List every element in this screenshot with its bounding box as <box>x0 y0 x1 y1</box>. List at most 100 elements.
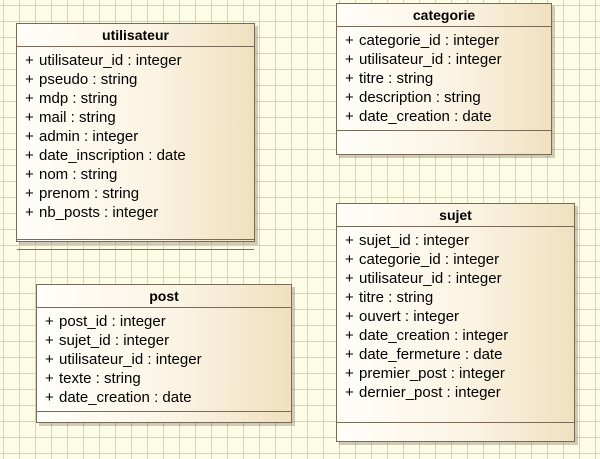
visibility-marker: + <box>25 52 34 69</box>
visibility-marker: + <box>45 313 54 330</box>
attribute-text: titre : string <box>359 289 434 306</box>
visibility-marker: + <box>25 166 34 183</box>
method-compartment <box>337 131 551 151</box>
visibility-marker: + <box>25 109 34 126</box>
attribute-text: categorie_id : integer <box>359 32 500 49</box>
attribute-row: + date_fermeture : date <box>345 345 574 364</box>
attribute-row: + ouvert : integer <box>345 307 574 326</box>
visibility-marker: + <box>345 108 354 125</box>
visibility-marker: + <box>345 89 354 106</box>
attribute-row: + nb_posts : integer <box>25 203 254 222</box>
visibility-marker: + <box>345 232 354 249</box>
method-compartment <box>37 412 291 422</box>
method-compartment <box>17 240 254 250</box>
attribute-row: + sujet_id : integer <box>345 231 574 250</box>
visibility-marker: + <box>345 327 354 344</box>
attribute-row: + titre : string <box>345 288 574 307</box>
attribute-row: + utilisateur_id : integer <box>345 269 574 288</box>
attribute-row: + prenom : string <box>25 184 254 203</box>
attribute-text: date_fermeture : date <box>359 346 503 363</box>
attribute-list: + utilisateur_id : integer + pseudo : stri… <box>17 47 254 240</box>
attribute-row: + post_id : integer <box>45 312 291 331</box>
attribute-text: mdp : string <box>39 90 118 107</box>
visibility-marker: + <box>25 128 34 145</box>
class-categorie[interactable]: categorie + categorie_id : integer + utili… <box>336 3 552 155</box>
attribute-text: utilisateur_id : integer <box>59 351 202 368</box>
attribute-list: + sujet_id : integer + categorie_id : inte… <box>337 227 574 423</box>
visibility-marker: + <box>345 384 354 401</box>
attribute-text: nom : string <box>39 166 118 183</box>
visibility-marker: + <box>345 365 354 382</box>
visibility-marker: + <box>25 185 34 202</box>
method-compartment <box>337 423 574 442</box>
class-name: categorie <box>337 4 551 27</box>
attribute-row: + dernier_post : integer <box>345 383 574 402</box>
visibility-marker: + <box>45 332 54 349</box>
attribute-text: utilisateur_id : integer <box>39 52 182 69</box>
attribute-text: sujet_id : integer <box>59 332 170 349</box>
class-post[interactable]: post + post_id : integer + sujet_id : inte… <box>36 284 292 423</box>
attribute-row: + texte : string <box>45 369 291 388</box>
attribute-text: prenom : string <box>39 185 140 202</box>
attribute-row: + date_inscription : date <box>25 146 254 165</box>
visibility-marker: + <box>345 346 354 363</box>
class-utilisateur[interactable]: utilisateur + utilisateur_id : integer + p… <box>16 23 255 250</box>
visibility-marker: + <box>345 289 354 306</box>
visibility-marker: + <box>45 389 54 406</box>
visibility-marker: + <box>25 90 34 107</box>
visibility-marker: + <box>345 270 354 287</box>
attribute-text: nb_posts : integer <box>39 204 159 221</box>
attribute-row: + date_creation : date <box>345 107 551 126</box>
attribute-row: + date_creation : integer <box>345 326 574 345</box>
attribute-text: description : string <box>359 89 481 106</box>
attribute-row: + admin : integer <box>25 127 254 146</box>
attribute-text: sujet_id : integer <box>359 232 470 249</box>
attribute-text: mail : string <box>39 109 116 126</box>
attribute-text: categorie_id : integer <box>359 251 500 268</box>
attribute-row: + titre : string <box>345 69 551 88</box>
attribute-row: + premier_post : integer <box>345 364 574 383</box>
attribute-text: admin : integer <box>39 128 139 145</box>
attribute-row: + utilisateur_id : integer <box>25 51 254 70</box>
visibility-marker: + <box>25 204 34 221</box>
class-name: post <box>37 285 291 308</box>
attribute-text: premier_post : integer <box>359 365 505 382</box>
visibility-marker: + <box>345 308 354 325</box>
attribute-text: post_id : integer <box>59 313 166 330</box>
attribute-text: ouvert : integer <box>359 308 460 325</box>
attribute-text: date_creation : date <box>59 389 192 406</box>
visibility-marker: + <box>25 71 34 88</box>
attribute-row: + mdp : string <box>25 89 254 108</box>
attribute-text: pseudo : string <box>39 71 138 88</box>
visibility-marker: + <box>345 32 354 49</box>
visibility-marker: + <box>45 351 54 368</box>
attribute-list: + categorie_id : integer + utilisateur_id … <box>337 27 551 131</box>
visibility-marker: + <box>45 370 54 387</box>
attribute-row: + description : string <box>345 88 551 107</box>
attribute-text: date_creation : date <box>359 108 492 125</box>
visibility-marker: + <box>25 147 34 164</box>
attribute-text: texte : string <box>59 370 141 387</box>
attribute-text: titre : string <box>359 70 434 87</box>
attribute-row: + utilisateur_id : integer <box>345 50 551 69</box>
attribute-row: + categorie_id : integer <box>345 250 574 269</box>
attribute-row: + mail : string <box>25 108 254 127</box>
attribute-row: + pseudo : string <box>25 70 254 89</box>
class-name: sujet <box>337 204 574 227</box>
attribute-row: + sujet_id : integer <box>45 331 291 350</box>
attribute-text: dernier_post : integer <box>359 384 501 401</box>
attribute-text: date_creation : integer <box>359 327 509 344</box>
visibility-marker: + <box>345 251 354 268</box>
attribute-row: + date_creation : date <box>45 388 291 407</box>
attribute-text: date_inscription : date <box>39 147 186 164</box>
class-name: utilisateur <box>17 24 254 47</box>
class-sujet[interactable]: sujet + sujet_id : integer + categorie_id … <box>336 203 575 442</box>
attribute-row: + nom : string <box>25 165 254 184</box>
visibility-marker: + <box>345 51 354 68</box>
attribute-text: utilisateur_id : integer <box>359 270 502 287</box>
visibility-marker: + <box>345 70 354 87</box>
attribute-row: + utilisateur_id : integer <box>45 350 291 369</box>
attribute-text: utilisateur_id : integer <box>359 51 502 68</box>
attribute-list: + post_id : integer + sujet_id : integer +… <box>37 308 291 412</box>
attribute-row: + categorie_id : integer <box>345 31 551 50</box>
